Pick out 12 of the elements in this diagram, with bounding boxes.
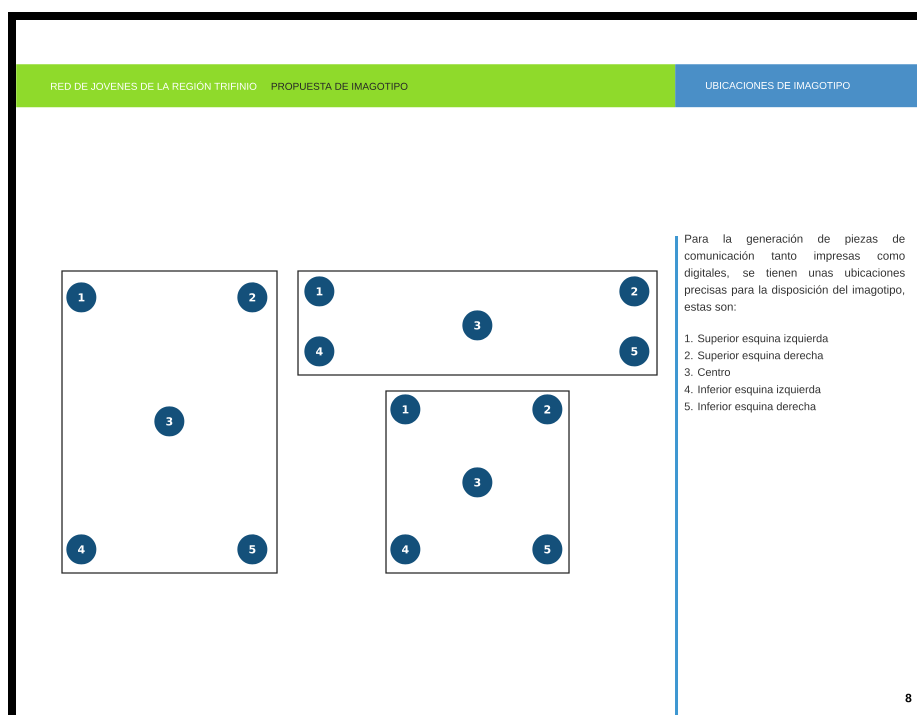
layout-frame bbox=[297, 270, 658, 376]
list-item: 1. Superior esquina izquierda bbox=[685, 334, 828, 344]
description-text: Para la generación de piezas de comunicación tanto impresas como digitales, se tienen unas ubicaciones precisas para la disposición del imagotipo, estas son: bbox=[684, 234, 905, 311]
list-item: 5. Inferior esquina derecha bbox=[684, 402, 816, 412]
header-band: RED DE JOVENES DE LA REGIÓN TRIFINIO PROPUESTA DE IMAGOTIPO bbox=[16, 64, 676, 108]
list-item: 2. Superior esquina derecha bbox=[684, 351, 824, 362]
list-item: 3. Centro bbox=[684, 368, 730, 376]
page-number: 8 bbox=[906, 694, 912, 702]
layout-frame bbox=[61, 270, 278, 574]
header-band: UBICACIONES DE IMAGOTIPO bbox=[675, 64, 917, 108]
layout-frame bbox=[385, 390, 570, 574]
list-item: 4. Inferior esquina izquierda bbox=[684, 385, 821, 396]
